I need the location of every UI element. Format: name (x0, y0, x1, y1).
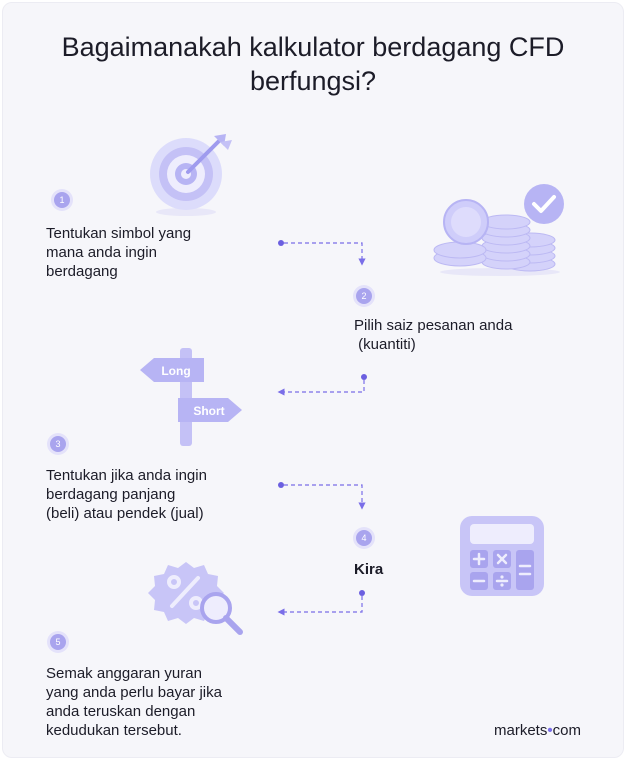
brand-name-part: com (552, 722, 581, 739)
step-2-badge: 2 (356, 288, 372, 304)
step-5-line: Semak anggaran yuran (46, 665, 202, 682)
step-2-line: Pilih saiz pesanan anda (354, 317, 513, 334)
connector-3-4 (278, 482, 366, 510)
step-3-badge: 3 (50, 436, 66, 452)
step-5-line: anda teruskan dengan (46, 703, 196, 720)
step-5-line: yang anda perlu bayar jika (46, 684, 222, 701)
signpost-icon: Long Short (140, 348, 242, 446)
step-4-line: Kira (354, 561, 384, 578)
signpost-long-label: Long (161, 364, 190, 378)
calculator-icon (460, 516, 544, 596)
step-2-text: Pilih saiz pesanan anda (kuantiti) (354, 316, 512, 354)
page-title: Bagaimanakah kalkulator berdagang CFD be… (0, 30, 626, 98)
page-title-line-2: berfungsi? (249, 66, 377, 96)
step-3-line: berdagang panjang (46, 486, 176, 503)
step-1-line: berdagang (46, 263, 118, 280)
step-3-text: Tentukan jika anda ingin berdagang panja… (46, 466, 207, 523)
step-1-text: Tentukan simbol yang mana anda ingin ber… (46, 224, 191, 281)
step-1-line: mana anda ingin (46, 244, 157, 261)
step-4-badge: 4 (356, 530, 372, 546)
page-title-line-1: Bagaimanakah kalkulator berdagang CFD (61, 32, 565, 62)
brand-logo: markets•com (494, 722, 581, 739)
step-3-line: Tentukan jika anda ingin (46, 467, 207, 484)
step-1-badge: 1 (54, 192, 70, 208)
brand-name-part: markets (494, 722, 548, 739)
percent-badge-search-icon (148, 562, 243, 635)
step-2-line: (kuantiti) (354, 336, 416, 353)
brand-dot: • (547, 722, 553, 739)
step-3-line: (beli) atau pendek (jual) (46, 505, 204, 522)
coins-check-icon (433, 184, 564, 276)
step-4-text: Kira (354, 560, 383, 579)
connector-4-5 (277, 590, 365, 616)
step-1-line: Tentukan simbol yang (46, 225, 192, 242)
signpost-short-label: Short (193, 404, 224, 418)
connector-1-2 (278, 240, 366, 266)
connector-2-3 (277, 374, 367, 396)
step-5-line: kedudukan tersebut. (46, 722, 182, 739)
step-5-badge: 5 (50, 634, 66, 650)
target-icon (150, 134, 232, 216)
step-5-text: Semak anggaran yuran yang anda perlu bay… (46, 664, 222, 740)
